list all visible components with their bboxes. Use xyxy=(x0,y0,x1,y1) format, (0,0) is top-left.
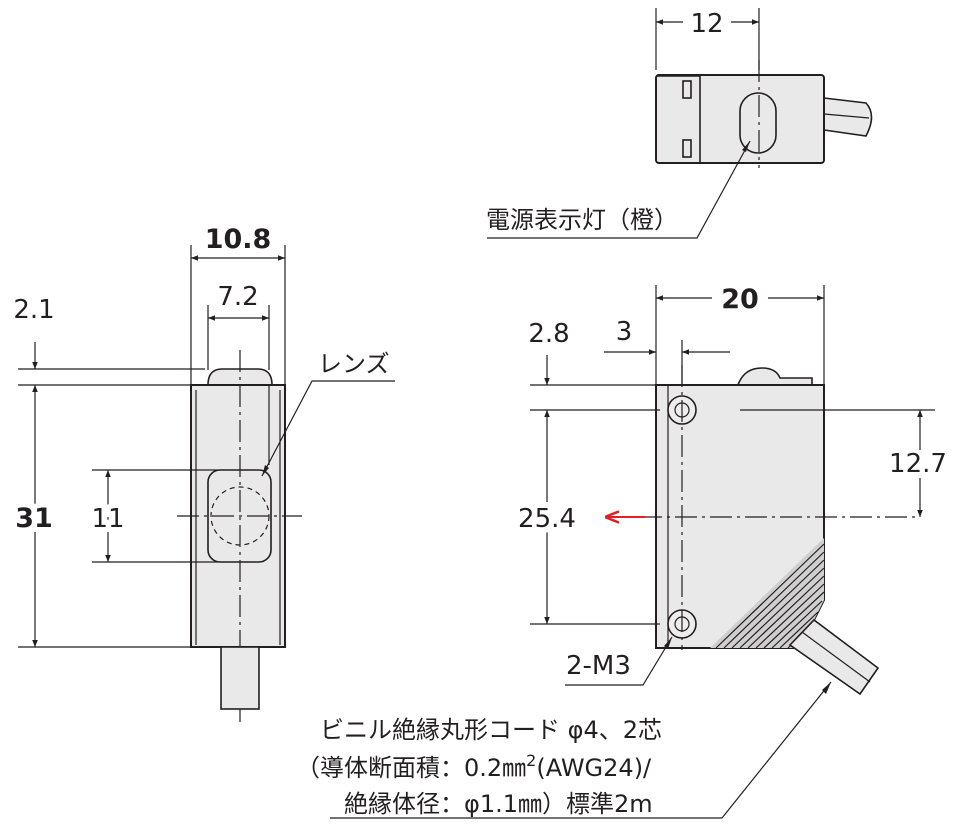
dim-lens-height: 11 xyxy=(91,504,124,534)
dim-height: 31 xyxy=(15,503,53,534)
dim-side-width: 20 xyxy=(721,284,759,315)
cable-note: ビニル絶縁丸形コード φ4、2芯 （導体断面積：0.2㎜2(AWG24)/ 絶縁… xyxy=(296,681,832,819)
mounting-slot xyxy=(682,139,692,158)
dim-hole-pitch-halo: 25.4 xyxy=(518,504,576,534)
front-view: 10.8 7.2 2.1 31 31 11 11 xyxy=(10,224,395,722)
cable-centerline xyxy=(823,113,870,119)
cable-centerline xyxy=(801,631,871,683)
side-view: 20 3 xyxy=(512,284,947,696)
indicator-bump xyxy=(736,367,813,386)
dim-top-width: 12 xyxy=(690,9,723,39)
dim-lens-height-halo: 11 xyxy=(91,504,124,534)
cable xyxy=(220,646,260,710)
dim-half-height: 12.7 xyxy=(889,449,947,479)
cable-note-line1: ビニル絶縁丸形コード φ4、2芯 xyxy=(320,716,662,744)
cable-note-line3: 絶縁体径：φ1.1㎜）標準2m xyxy=(344,790,653,818)
dim-lens-width: 7.2 xyxy=(217,282,258,312)
top-view: 12 電源表示灯（橙） xyxy=(486,8,873,239)
cable-note-line2: （導体断面積：0.2㎜2(AWG24)/ xyxy=(296,751,652,782)
leader-arrowhead xyxy=(822,682,831,694)
cable xyxy=(823,97,873,137)
cable-leader xyxy=(330,681,832,819)
leader-arrowhead xyxy=(664,637,672,649)
mounting-slot xyxy=(682,80,692,99)
leader-arrowhead xyxy=(262,465,269,476)
dim-total-width: 10.8 xyxy=(205,224,272,255)
dim-hole-top: 2.8 xyxy=(528,319,569,349)
leader-arrowhead xyxy=(742,141,750,152)
screw-leader xyxy=(565,636,673,686)
power-indicator-label: 電源表示灯（橙） xyxy=(486,206,678,234)
dim-top-offset: 2.1 xyxy=(13,295,54,325)
screw-label: 2-M3 xyxy=(566,651,631,681)
dim-hole-side: 3 xyxy=(616,317,633,347)
dim-height-halo: 31 xyxy=(15,503,53,534)
cable xyxy=(788,618,880,696)
indicator-leader xyxy=(487,140,751,239)
lens-label: レンズ xyxy=(318,350,390,378)
power-indicator-window xyxy=(739,92,777,154)
dim-hole-pitch: 25.4 xyxy=(518,504,576,534)
lens-leader xyxy=(261,380,395,477)
